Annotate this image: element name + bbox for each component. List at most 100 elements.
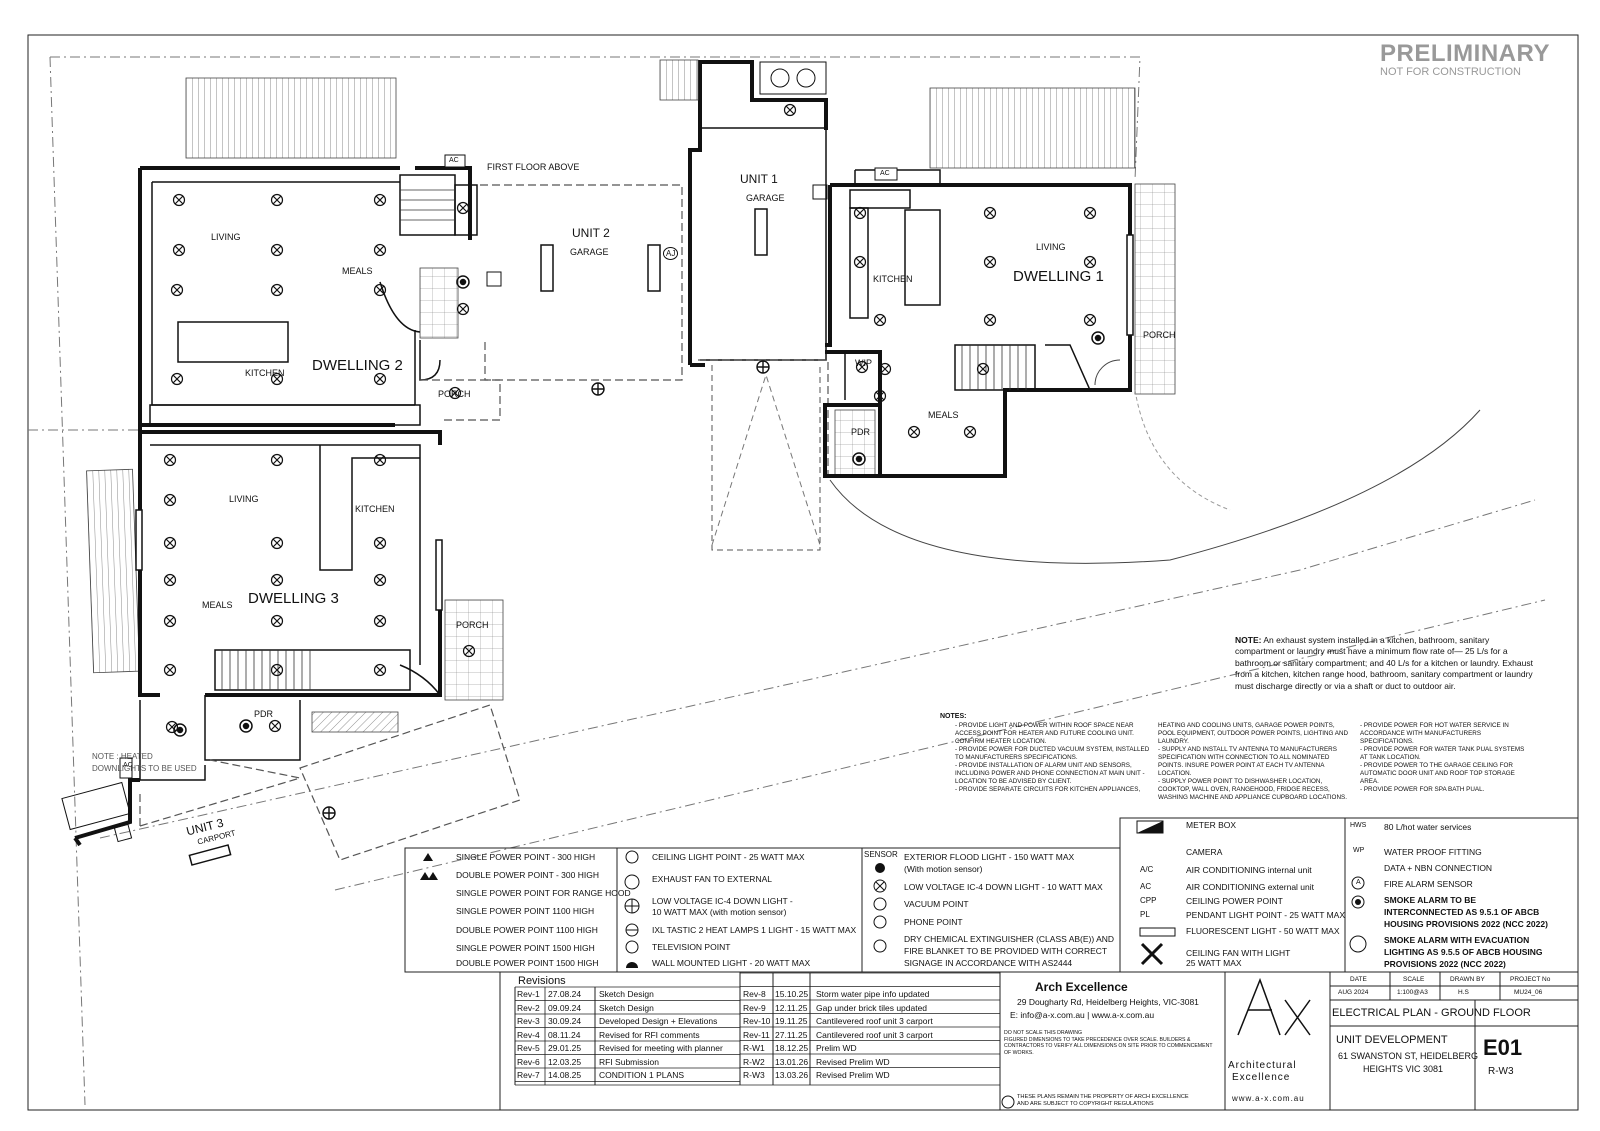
downlight-icon — [163, 536, 177, 550]
downlight-icon — [983, 206, 997, 220]
copyright-line: THESE PLANS REMAIN THE PROPERTY OF ARCH … — [1017, 1094, 1189, 1100]
downlight-icon — [963, 425, 977, 439]
downlight-icon — [853, 206, 867, 220]
d2-ac-label: AC — [449, 157, 459, 164]
legend-item: EXHAUST FAN TO EXTERNAL — [652, 874, 772, 884]
d2-meals-label: MEALS — [342, 266, 373, 276]
legend-item: EXTERIOR FLOOD LIGHT - 150 WATT MAX — [904, 852, 1075, 862]
revision-cell: Revised for meeting with planner — [599, 1043, 723, 1053]
downlight-icon — [270, 243, 284, 257]
downlight-icon — [373, 614, 387, 628]
revision-cell: Rev-9 — [743, 1002, 766, 1013]
scale-value: 1:100@A3 — [1397, 989, 1428, 996]
revision-cell: Cantilevered roof unit 3 carport — [816, 1029, 933, 1040]
copyright-line: AND ARE SUBJECT TO COPYRIGHT REGULATIONS — [1017, 1101, 1154, 1107]
legend-item: CEILING POWER POINT — [1186, 896, 1283, 906]
legend-item: VACUUM POINT — [904, 899, 969, 909]
dwelling-1-label: DWELLING 1 — [1013, 268, 1104, 285]
revision-cell: Developed Design + Elevations — [599, 1016, 718, 1026]
legend-item: AIR CONDITIONING external unit — [1186, 882, 1315, 892]
d3-living-label: LIVING — [229, 494, 259, 504]
legend-item: DOUBLE POWER POINT 1500 HIGH — [456, 958, 599, 968]
d1-living-label: LIVING — [1036, 242, 1066, 252]
revision-cell: Rev-11 — [743, 1029, 770, 1040]
notes-col1-item: - PROVIDE POWER FOR DUCTED VACUUM SYSTEM… — [955, 746, 1150, 761]
legend-item: FIRE ALARM SENSOR — [1384, 879, 1473, 889]
revision-cell: 14.08.25 — [548, 1070, 582, 1080]
d1-porch-label: PORCH — [1143, 330, 1176, 340]
revision-cell: 15.10.25 — [775, 989, 809, 999]
legend-item: PROVISIONS 2022 (NCC 2022) — [1384, 959, 1506, 969]
legend-item: AIR CONDITIONING internal unit — [1186, 865, 1312, 875]
legend-item: SMOKE ALARM WITH EVACUATION — [1384, 935, 1530, 945]
logo-text-line1: Architectural — [1228, 1060, 1297, 1071]
company-name: Arch Excellence — [1035, 980, 1128, 994]
legend-symbol: HWS — [1350, 822, 1367, 829]
notes-col3-item: - PROVIDE POWER FOR HOT WATER SERVICE IN… — [1360, 722, 1509, 745]
downlight-icon — [448, 386, 462, 400]
legend-item: SINGLE POWER POINT 1500 HIGH — [456, 943, 595, 953]
d3-porch-label: PORCH — [456, 620, 489, 630]
revision-cell: Sketch Design — [599, 1002, 654, 1013]
company-contact: E: info@a-x.com.au | www.a-x.com.au — [1010, 1010, 1155, 1020]
downlight-icon — [268, 719, 282, 733]
legend-symbol: CPP — [1140, 896, 1157, 905]
legend-item: INTERCONNECTED AS 9.5.1 OF ABCB — [1384, 907, 1540, 917]
disclaimer-line: DO NOT SCALE THIS DRAWING — [1004, 1030, 1083, 1036]
downlight-icon — [163, 453, 177, 467]
exhaust-note-label: NOTE: — [1235, 635, 1262, 645]
downlight-icon — [1083, 313, 1097, 327]
legend-item: FLUORESCENT LIGHT - 50 WATT MAX — [1186, 926, 1340, 936]
revision-cell: CONDITION 1 PLANS — [599, 1070, 685, 1080]
copyright-notice: THESE PLANS REMAIN THE PROPERTY OF ARCH … — [1017, 1094, 1189, 1108]
company-address: 29 Dougharty Rd, Heidelberg Heights, VIC… — [1017, 997, 1199, 1007]
unit-2-garage-label: GARAGE — [570, 247, 609, 257]
exhaust-note-text: An exhaust system installed in a kitchen… — [1235, 635, 1533, 691]
legend-item: IXL TASTIC 2 HEAT LAMPS 1 LIGHT - 15 WAT… — [652, 925, 857, 935]
downlight-icon — [270, 573, 284, 587]
date-heading: DATE — [1350, 976, 1367, 983]
logo-text-line2: Excellence — [1232, 1072, 1291, 1083]
downlight-icon — [170, 372, 184, 386]
legend-item: PENDANT LIGHT POINT - 25 WATT MAX — [1186, 910, 1346, 920]
legend-item: LOW VOLTAGE IC-4 DOWN LIGHT - 10 WATT MA… — [904, 882, 1103, 892]
downlight-icon — [462, 644, 476, 658]
downlight-icon — [783, 103, 797, 117]
notes-col2-item: - SUPPLY AND INSTALL TV ANTENNA TO MANUF… — [1158, 746, 1337, 777]
downlight-icon — [172, 193, 186, 207]
revision-cell: 09.09.24 — [548, 1002, 582, 1013]
unit-1-garage-label: GARAGE — [746, 193, 785, 203]
notes-column-3: - PROVIDE POWER FOR HOT WATER SERVICE IN… — [1360, 722, 1530, 794]
disclaimer-line: OF WORKS. — [1004, 1049, 1034, 1056]
notes-col3-item: - PROVIDE POWER FOR SPA BATH PUAL. — [1360, 786, 1485, 793]
legend-item: SMOKE ALARM TO BE — [1384, 895, 1477, 905]
notes-col1-item: - PROVIDE LIGHT AND POWER WITHIN ROOF SP… — [955, 722, 1134, 745]
unit-2-label: UNIT 2 — [572, 226, 610, 240]
downlight-icon — [873, 313, 887, 327]
d2-porch-label: PORCH — [438, 389, 471, 399]
downlight-icon — [456, 302, 470, 316]
notes-column-1: - PROVIDE LIGHT AND POWER WITHIN ROOF SP… — [955, 722, 1150, 794]
downlight-icon — [873, 389, 887, 403]
revision-cell: 29.01.25 — [548, 1043, 582, 1053]
revision-cell: Rev-7 — [517, 1070, 540, 1080]
revision-cell: Rev-2 — [517, 1002, 540, 1013]
project-no-value: MU24_06 — [1514, 989, 1543, 996]
downlight-icon — [270, 536, 284, 550]
notes-col1-item: - PROVIDE SEPARATE CIRCUITS FOR KITCHEN … — [955, 786, 1141, 793]
legend-item: CAMERA — [1186, 847, 1223, 857]
disclaimer-line: CONTRACTORS TO VERIFY ALL DIMENSIONS ON … — [1004, 1043, 1213, 1049]
downlight-icon — [373, 453, 387, 467]
d1-kitchen-label: KITCHEN — [873, 274, 913, 284]
downlight-symbols — [163, 103, 1097, 734]
revision-cell: 18.12.25 — [775, 1043, 809, 1053]
notes-col3-item: - PROVIDE POWER TO THE GARAGE CEILING FO… — [1360, 762, 1515, 785]
title-block-grid — [499, 971, 1579, 1111]
legend-symbol: A/C — [1140, 865, 1154, 874]
downlight-icon — [855, 360, 869, 374]
revision-cell: Rev-1 — [517, 989, 540, 999]
d2-living-label: LIVING — [211, 232, 241, 242]
legend-item: METER BOX — [1186, 820, 1237, 830]
downlight-icon — [270, 453, 284, 467]
